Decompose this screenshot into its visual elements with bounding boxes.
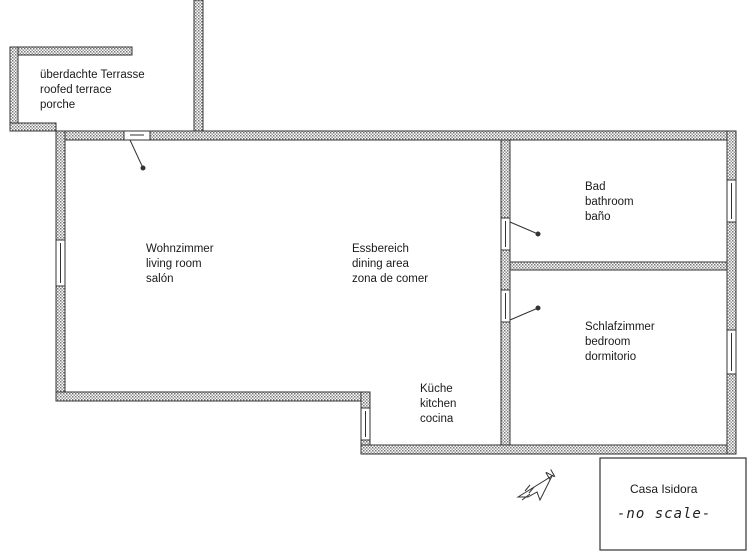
wall-partition-horizontal <box>509 261 728 271</box>
terrace-wall-west <box>9 46 19 132</box>
terrace-post <box>193 0 204 132</box>
wall-south-living <box>55 391 371 402</box>
terrace-label: überdachte Terrasse roofed terrace porch… <box>40 69 148 111</box>
title-block: Casa Isidora -no scale- <box>599 457 747 551</box>
scale-note: -no scale- <box>617 506 711 522</box>
bathroom-label: Bad bathroom baño <box>585 181 637 223</box>
wall-east <box>726 130 737 455</box>
wall-north <box>55 130 737 141</box>
wall-south-east <box>360 444 737 455</box>
north-arrow-icon: N <box>516 466 558 502</box>
openings <box>55 130 737 441</box>
dining-area-label: Essbereich dining area zona de comer <box>352 243 428 285</box>
terrace-wall-south <box>9 122 57 132</box>
terrace-wall-north <box>9 46 133 56</box>
room-labels: überdachte Terrasse roofed terrace porch… <box>40 69 658 425</box>
bedroom-label: Schlafzimmer bedroom dormitorio <box>585 321 658 363</box>
living-room-label: Wohnzimmer living room salón <box>146 243 217 285</box>
project-title: Casa Isidora <box>630 482 698 496</box>
kitchen-label: Küche kitchen cocina <box>420 383 460 425</box>
